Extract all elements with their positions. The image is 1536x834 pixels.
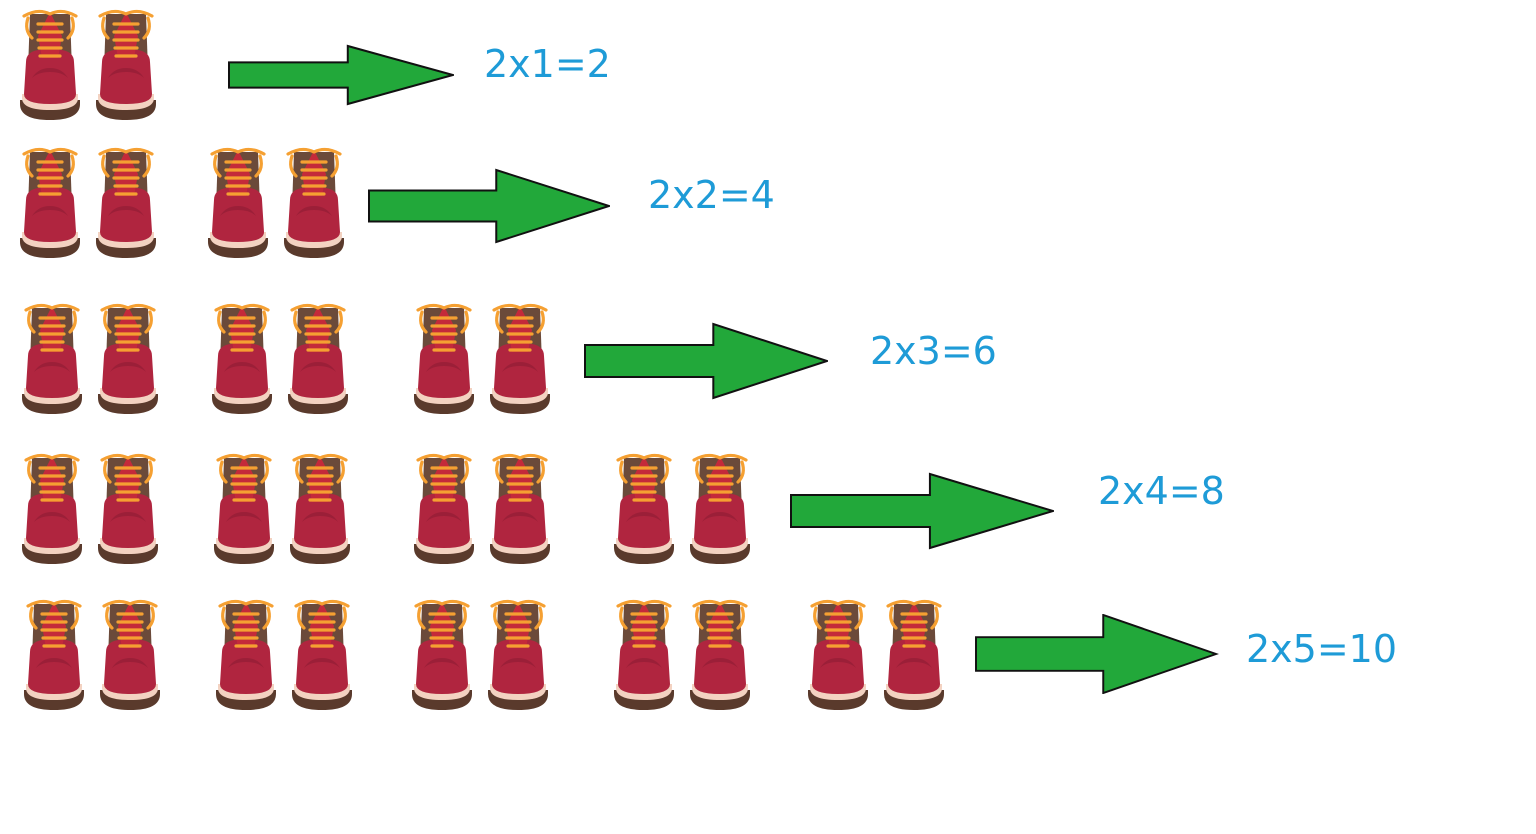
left-boot-icon bbox=[806, 598, 870, 712]
left-boot-icon bbox=[212, 452, 276, 566]
right-boot-icon bbox=[98, 598, 162, 712]
left-boot-icon bbox=[410, 598, 474, 712]
boot-pair bbox=[18, 146, 162, 260]
boot-pair bbox=[18, 8, 162, 122]
right-boot-icon bbox=[94, 8, 158, 122]
right-boot-icon bbox=[282, 146, 346, 260]
right-boot-icon bbox=[290, 598, 354, 712]
right-arrow-icon bbox=[790, 472, 1054, 550]
right-arrow-icon bbox=[975, 614, 1219, 694]
equation-label: 2x4=8 bbox=[1098, 469, 1225, 513]
left-boot-icon bbox=[22, 598, 86, 712]
boot-pair bbox=[612, 452, 756, 566]
left-boot-icon bbox=[210, 302, 274, 416]
left-boot-icon bbox=[20, 452, 84, 566]
boot-pair bbox=[20, 302, 164, 416]
left-boot-icon bbox=[18, 8, 82, 122]
right-boot-icon bbox=[96, 452, 160, 566]
right-arrow-icon bbox=[368, 168, 610, 244]
left-boot-icon bbox=[412, 302, 476, 416]
equation-label: 2x5=10 bbox=[1246, 627, 1398, 671]
right-boot-icon bbox=[488, 302, 552, 416]
boot-pair bbox=[412, 302, 556, 416]
right-boot-icon bbox=[486, 598, 550, 712]
right-arrow-icon bbox=[228, 44, 454, 106]
boot-pair bbox=[22, 598, 166, 712]
boot-pair bbox=[410, 598, 554, 712]
right-boot-icon bbox=[286, 302, 350, 416]
right-boot-icon bbox=[488, 452, 552, 566]
right-boot-icon bbox=[882, 598, 946, 712]
right-boot-icon bbox=[288, 452, 352, 566]
left-boot-icon bbox=[412, 452, 476, 566]
boot-pair bbox=[206, 146, 350, 260]
left-boot-icon bbox=[612, 598, 676, 712]
boot-pair bbox=[806, 598, 950, 712]
right-boot-icon bbox=[96, 302, 160, 416]
boot-pair bbox=[214, 598, 358, 712]
equation-label: 2x2=4 bbox=[648, 173, 775, 217]
boot-pair bbox=[212, 452, 356, 566]
left-boot-icon bbox=[18, 146, 82, 260]
right-boot-icon bbox=[688, 598, 752, 712]
boot-pair bbox=[210, 302, 354, 416]
right-boot-icon bbox=[94, 146, 158, 260]
boot-pair bbox=[412, 452, 556, 566]
right-boot-icon bbox=[688, 452, 752, 566]
equation-label: 2x3=6 bbox=[870, 329, 997, 373]
boot-pair bbox=[612, 598, 756, 712]
left-boot-icon bbox=[214, 598, 278, 712]
left-boot-icon bbox=[20, 302, 84, 416]
boot-pair bbox=[20, 452, 164, 566]
left-boot-icon bbox=[612, 452, 676, 566]
equation-label: 2x1=2 bbox=[484, 42, 611, 86]
right-arrow-icon bbox=[584, 322, 828, 400]
left-boot-icon bbox=[206, 146, 270, 260]
